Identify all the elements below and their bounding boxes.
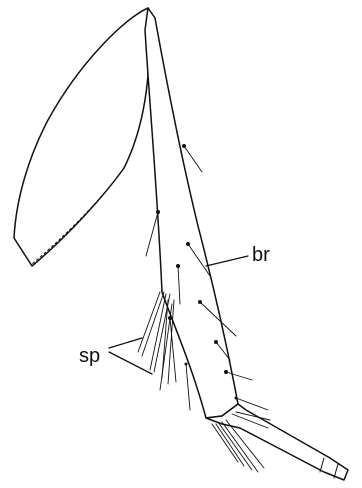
spine-label: sp bbox=[79, 345, 100, 367]
bristle-leader-line bbox=[206, 256, 248, 266]
femur-segment bbox=[14, 8, 149, 266]
bristle-annotation: br bbox=[206, 244, 270, 266]
bristle-label: br bbox=[252, 244, 270, 266]
spine-leader-line-lower bbox=[109, 352, 152, 374]
spine-leader-line-upper bbox=[109, 338, 142, 348]
tarsus-segment bbox=[206, 404, 348, 480]
